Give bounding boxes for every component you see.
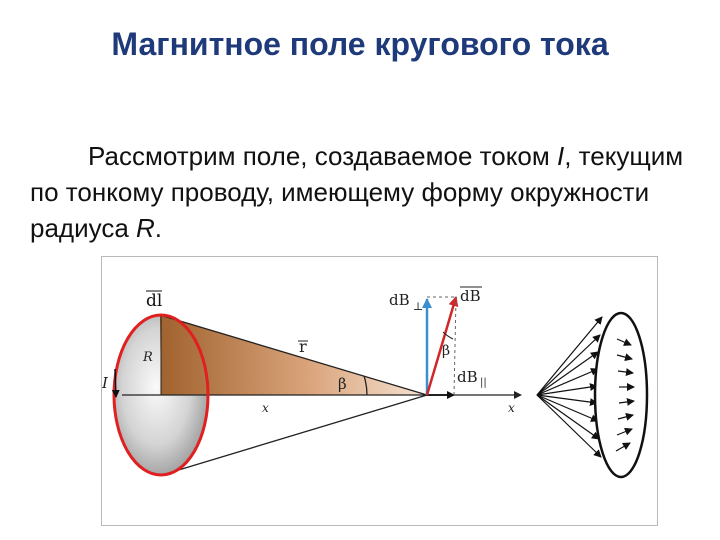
lower-r-line	[161, 394, 428, 476]
dB-vector	[425, 296, 459, 396]
label-dB-par: dB	[457, 368, 478, 386]
body-text-part-3: .	[154, 213, 163, 243]
label-R: R	[142, 350, 153, 365]
label-dB-perp: dB	[389, 291, 410, 309]
beta-arc	[363, 375, 368, 396]
body-text-part-2: , текущим по тонкому проводу, имеющему ф…	[30, 141, 684, 243]
label-dB-par-sub: ||	[480, 377, 487, 388]
right-loop	[593, 311, 649, 479]
label-r: r	[299, 337, 307, 356]
current-direction-arrow	[111, 368, 120, 398]
label-x-left: x	[262, 401, 269, 415]
label-beta: β	[338, 375, 347, 393]
circular-current-figure: dl R I r β x x dB ⊥ dB β dB ||	[101, 256, 658, 526]
label-dB-perp-sub: ⊥	[413, 300, 423, 313]
current-symbol: I	[556, 141, 565, 171]
beta-small-arc	[442, 331, 454, 340]
figure-svg: dl R I r β x x dB ⊥ dB β dB ||	[102, 286, 649, 479]
label-x-axis: x	[508, 401, 515, 415]
dB-construction-line	[453, 296, 457, 396]
body-text-part-1: Рассмотрим поле, создаваемое током	[88, 141, 557, 171]
x-axis-arrowhead	[514, 391, 522, 399]
slide-body-text: Рассмотрим поле, создаваемое током I, те…	[30, 138, 690, 246]
label-dB: dB	[460, 287, 481, 305]
slide-title: Магнитное поле кругового тока	[111, 26, 609, 62]
radius-symbol: R	[136, 213, 155, 243]
right-loop-arrows	[615, 338, 635, 452]
label-dl: dl	[146, 291, 162, 311]
label-beta-small: β	[442, 343, 450, 359]
field-rays	[536, 316, 603, 458]
r-line	[159, 314, 428, 396]
label-I: I	[102, 374, 109, 392]
